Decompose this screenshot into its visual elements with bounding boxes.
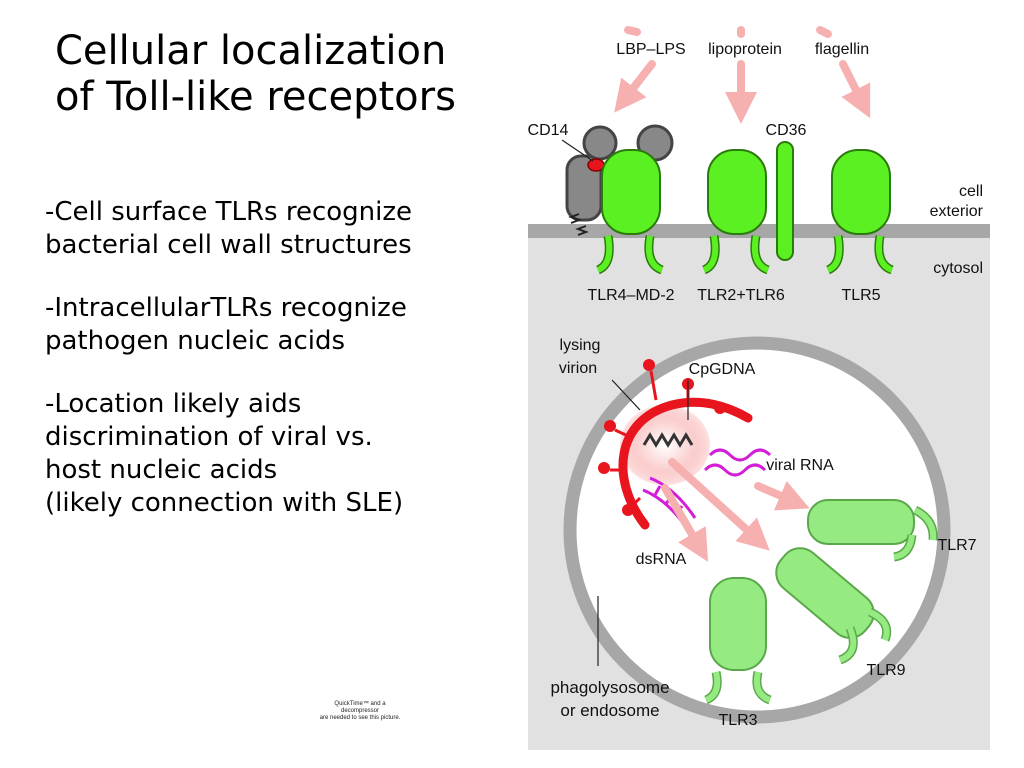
diagram-labels: LBP–LPS lipoprotein flagellin CD14 CD36 … (528, 41, 984, 729)
bullet-item: -Location likely aids discrimination of … (45, 388, 515, 520)
label-lysing-virion: lysing (560, 337, 601, 354)
label-cell-exterior: exterior (930, 203, 984, 220)
lysing-virion (598, 359, 753, 530)
title-line-2: of Toll-like receptors (55, 74, 456, 120)
title-line-1: Cellular localization (55, 28, 447, 74)
label-tlr2-tlr6: TLR2+TLR6 (697, 287, 785, 304)
quicktime-line: QuickTime™ and a (334, 701, 386, 707)
quicktime-placeholder: QuickTime™ and a decompressor are needed… (300, 701, 420, 722)
tlr2-tlr6-receptor (701, 149, 770, 275)
bullet-line: -Cell surface TLRs recognize (45, 197, 413, 227)
label-tlr3: TLR3 (718, 712, 757, 729)
bullet-item: -IntracellularTLRs recognize pathogen nu… (45, 292, 515, 358)
viral-rna-strand (703, 463, 767, 477)
bullet-line: (likely connection with SLE) (45, 488, 404, 518)
quicktime-line: decompressor (340, 708, 379, 714)
viral-rna-strand (708, 448, 772, 462)
uptake-arrows (661, 458, 810, 562)
cd14-md2-complex (565, 124, 674, 236)
label-tlr7: TLR7 (937, 537, 976, 554)
label-cytosol: cytosol (933, 260, 983, 277)
bullet-line: discrimination of viral vs. (45, 422, 373, 452)
slide-title: Cellular localization of Toll-like recep… (55, 28, 525, 120)
label-dsrna: dsRNA (636, 551, 687, 568)
ligand-arrows (614, 26, 871, 124)
label-cell-exterior: cell (959, 183, 983, 200)
tlr7-receptor (807, 499, 938, 562)
label-tlr9: TLR9 (866, 662, 905, 679)
label-flagellin: flagellin (815, 41, 869, 58)
label-cpgdna: CpGDNA (689, 361, 756, 378)
bullet-line: -IntracellularTLRs recognize (45, 293, 407, 323)
label-cd14: CD14 (528, 122, 569, 139)
label-phagolysosome: phagolysosome (550, 678, 669, 697)
label-cd36: CD36 (766, 122, 807, 139)
label-lbp-lps: LBP–LPS (616, 41, 685, 58)
bullet-line: host nucleic acids (45, 455, 278, 485)
tlr4-receptor (595, 149, 664, 275)
bullet-item: -Cell surface TLRs recognize bacterial c… (45, 196, 515, 262)
label-phagolysosome: or endosome (560, 701, 659, 720)
quicktime-line: are needed to see this picture. (319, 715, 401, 721)
bullet-line: pathogen nucleic acids (45, 326, 346, 356)
label-lysing-virion: virion (559, 360, 597, 377)
label-tlr5: TLR5 (841, 287, 880, 304)
cpg-dna-strand (642, 432, 694, 448)
tlr9-receptor (775, 547, 892, 665)
tlr3-receptor (703, 577, 772, 705)
cd36-receptor (776, 141, 794, 261)
label-viral-rna: viral RNA (766, 457, 834, 474)
label-lipoprotein: lipoprotein (708, 41, 782, 58)
tlr5-receptor (825, 149, 894, 275)
virion-pointer (611, 379, 641, 411)
bullet-list: -Cell surface TLRs recognize bacterial c… (45, 196, 515, 550)
bullet-line: bacterial cell wall structures (45, 230, 412, 260)
bullet-line: -Location likely aids (45, 389, 302, 419)
label-tlr4: TLR4–MD-2 (587, 287, 674, 304)
cd14-pointer (561, 139, 594, 162)
